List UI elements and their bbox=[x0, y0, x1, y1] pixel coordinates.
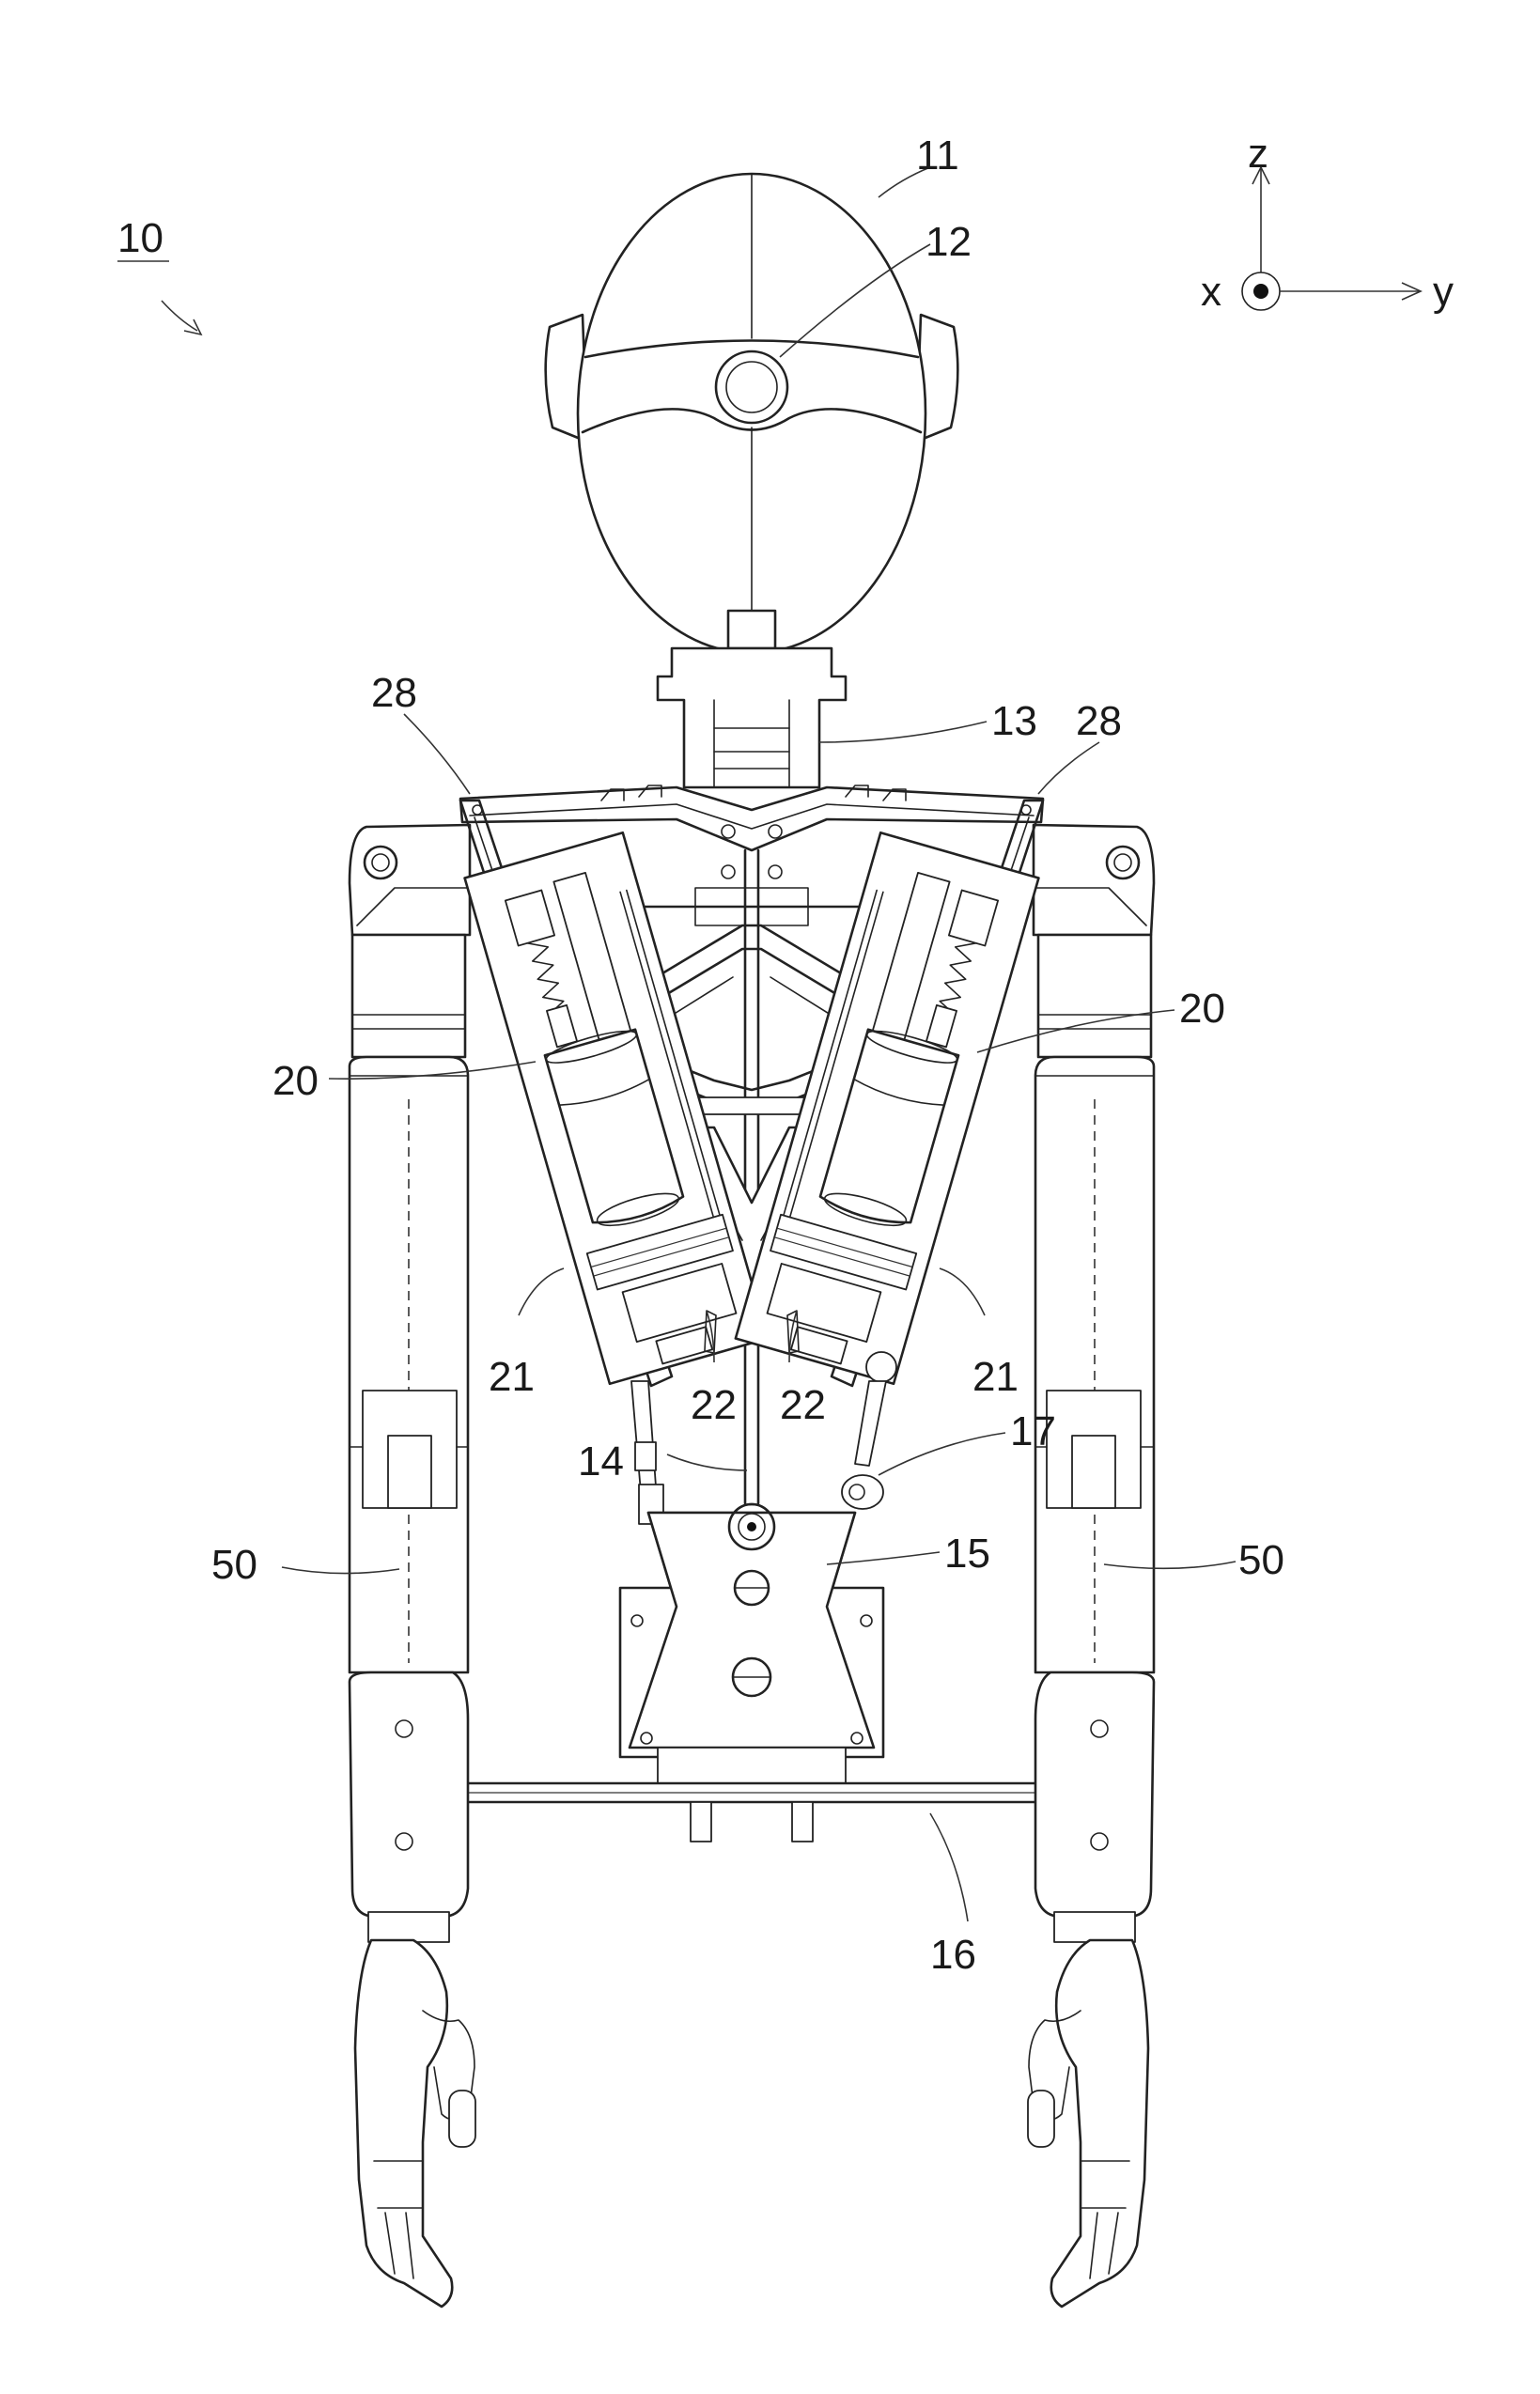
coordinate-axes: z x y bbox=[1201, 131, 1454, 315]
bar-16 bbox=[442, 1783, 1062, 1842]
label-13: 13 bbox=[991, 698, 1037, 744]
label-12: 12 bbox=[926, 219, 972, 265]
label-28-left: 28 bbox=[371, 670, 417, 716]
axis-label-y: y bbox=[1433, 269, 1454, 315]
label-16: 16 bbox=[930, 1932, 976, 1978]
label-28-right: 28 bbox=[1076, 698, 1122, 744]
label-14: 14 bbox=[578, 1438, 624, 1485]
neck-13 bbox=[658, 611, 846, 787]
axis-label-z: z bbox=[1248, 131, 1268, 177]
shoulder-frame bbox=[350, 785, 1154, 935]
label-17: 17 bbox=[1010, 1408, 1056, 1454]
label-22-right: 22 bbox=[780, 1382, 826, 1428]
label-21-right: 21 bbox=[972, 1354, 1019, 1400]
link-rod-17 bbox=[842, 1352, 896, 1509]
label-15: 15 bbox=[944, 1531, 990, 1577]
label-11: 11 bbox=[916, 132, 959, 179]
label-20-right: 20 bbox=[1179, 986, 1225, 1032]
camera-12 bbox=[716, 351, 787, 423]
link-rod-14 bbox=[631, 1381, 663, 1524]
label-10: 10 bbox=[117, 215, 163, 261]
label-20-left: 20 bbox=[272, 1058, 319, 1104]
waist-15 bbox=[620, 1504, 883, 1783]
label-22-left: 22 bbox=[691, 1382, 737, 1428]
arm-50-left bbox=[350, 935, 475, 2307]
label-50-left: 50 bbox=[211, 1542, 257, 1588]
arm-50-right bbox=[1028, 935, 1154, 2307]
label-21-left: 21 bbox=[489, 1354, 535, 1400]
axis-label-x: x bbox=[1201, 269, 1221, 315]
label-50-right: 50 bbox=[1238, 1537, 1284, 1583]
